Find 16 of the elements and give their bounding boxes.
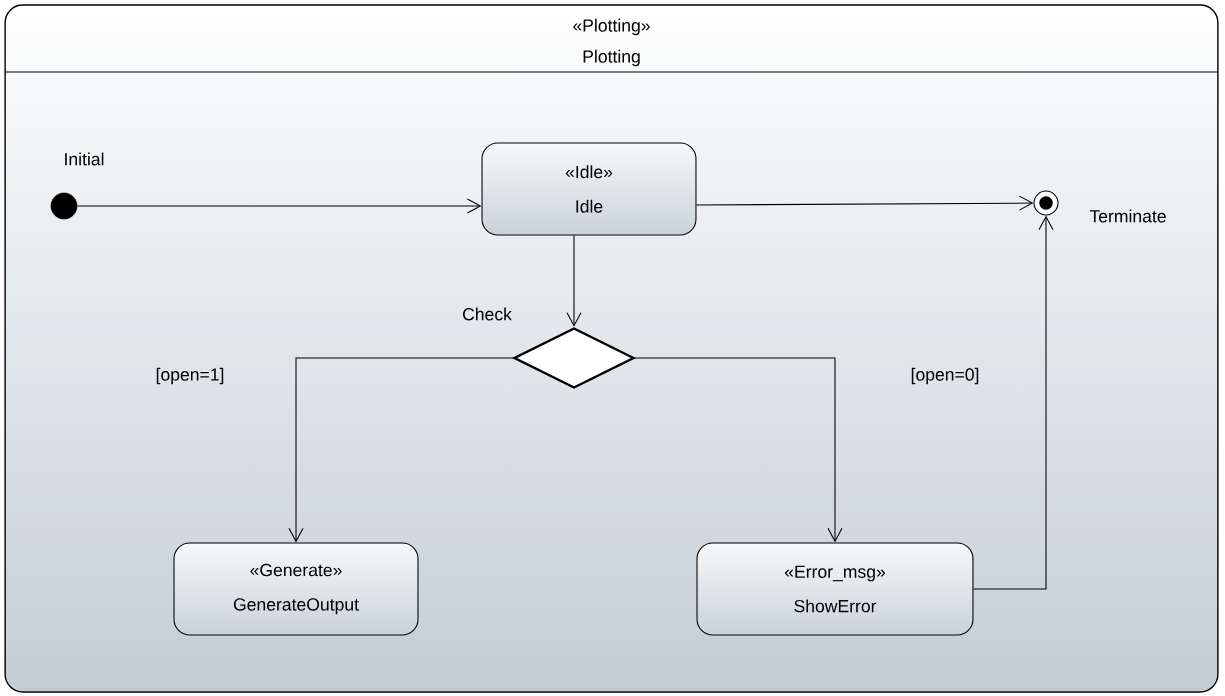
node-caption: Initial: [65, 152, 104, 166]
arrow: [566, 235, 582, 327]
guard-label: [open=0]: [911, 367, 979, 385]
state-box: «Error_msg» ShowError: [696, 542, 974, 636]
arrow: [972, 215, 1054, 590]
final-state-symbol: [1033, 190, 1059, 216]
state-box: «Generate» GenerateOutput: [173, 542, 419, 636]
node-caption: Check: [463, 307, 512, 321]
state-box: «Idle» Idle: [481, 142, 697, 236]
arrow: [288, 357, 514, 543]
guard-label: [open=1]: [156, 367, 224, 385]
node-caption: Terminate: [1089, 209, 1166, 223]
arrow: [634, 357, 843, 543]
initial-state-dot: [50, 192, 78, 220]
arrow: [696, 195, 1034, 211]
arrow: [76, 198, 482, 214]
